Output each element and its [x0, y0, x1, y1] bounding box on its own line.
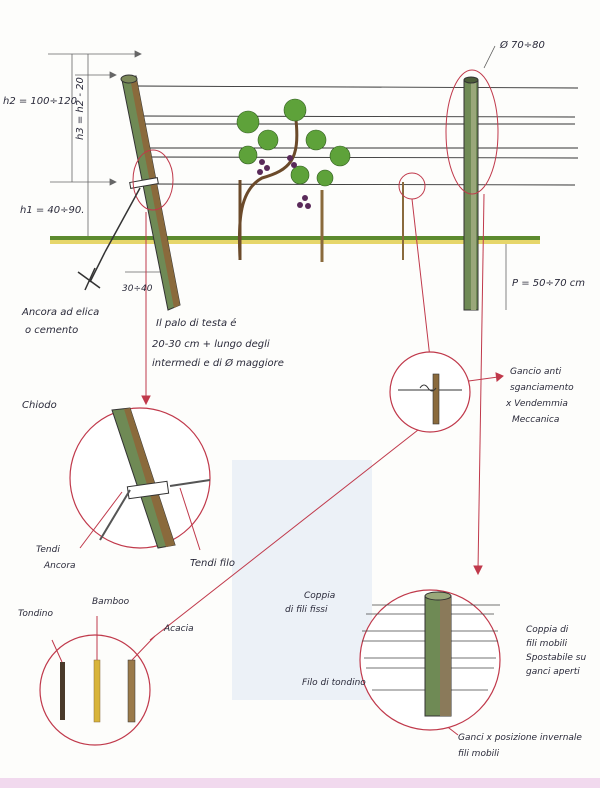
grapevine	[236, 98, 351, 262]
label-h1: h1 = 40÷90.	[20, 205, 85, 216]
note-fixed-wires-1: Coppia	[304, 591, 336, 601]
note-wire-tensioner: Tendi filo	[190, 558, 236, 569]
label-h2: h2 = 100÷120	[3, 96, 77, 107]
note-fixed-wires-2: di fili fissi	[285, 605, 328, 615]
note-rod: Tondino	[18, 609, 54, 619]
detail-hook	[389, 351, 471, 433]
head-pole	[120, 74, 181, 311]
note-bamboo: Bamboo	[92, 597, 130, 607]
detail-pole-types	[39, 616, 156, 746]
note-hook-2: sganciamento	[510, 383, 574, 393]
paper-smudge	[232, 460, 372, 700]
end-pole	[463, 76, 479, 311]
callout-ring-clip	[132, 149, 174, 211]
note-mobile-wires-3: Spostabile su	[526, 653, 587, 663]
callout-lines	[141, 193, 504, 736]
note-acacia: Acacia	[164, 624, 194, 634]
note-rod-wire: Filo di tondino	[302, 678, 366, 688]
detail-clip	[69, 407, 211, 551]
label-diameter: Ø 70÷80	[500, 40, 545, 51]
note-anchor-tensioner-1: Tendi	[36, 545, 60, 555]
dimension-lines	[48, 50, 507, 310]
label-depth: P = 50÷70 cm	[512, 278, 586, 289]
anchor-icon	[77, 187, 141, 291]
note-head-pole-3: intermedi e di Ø maggiore	[152, 358, 284, 369]
note-hook-4: Meccanica	[512, 415, 560, 425]
ground-yellow	[50, 240, 540, 244]
note-winter-hooks-2: fili mobili	[458, 749, 500, 759]
note-anchor-2: o cemento	[25, 325, 79, 336]
detail-mobile-wires	[359, 589, 501, 731]
label-h3: h3 = h2 - 20	[75, 77, 86, 140]
note-mobile-wires-2: fili mobili	[526, 639, 568, 649]
paper-edge	[0, 778, 600, 788]
note-anchor-tensioner-2: Ancora	[44, 561, 76, 571]
ground-grass	[50, 236, 540, 240]
note-winter-hooks-1: Ganci x posizione invernale	[458, 733, 582, 743]
note-head-pole-1: Il palo di testa é	[156, 318, 237, 329]
note-nail: Chiodo	[22, 400, 57, 411]
callout-ring-pole	[445, 69, 499, 195]
note-mobile-wires-4: ganci aperti	[526, 667, 580, 677]
trellis-wires	[134, 85, 579, 186]
diameter-pointer	[483, 45, 496, 69]
note-mobile-wires-1: Coppia di	[526, 625, 569, 635]
note-hook-3: x Vendemmia	[506, 399, 568, 409]
note-hook-1: Gancio anti	[510, 367, 562, 377]
note-anchor-1: Ancora ad elica	[22, 307, 100, 318]
note-head-pole-2: 20-30 cm + lungo degli	[152, 339, 270, 350]
label-anchor-distance: 30÷40	[122, 284, 153, 294]
